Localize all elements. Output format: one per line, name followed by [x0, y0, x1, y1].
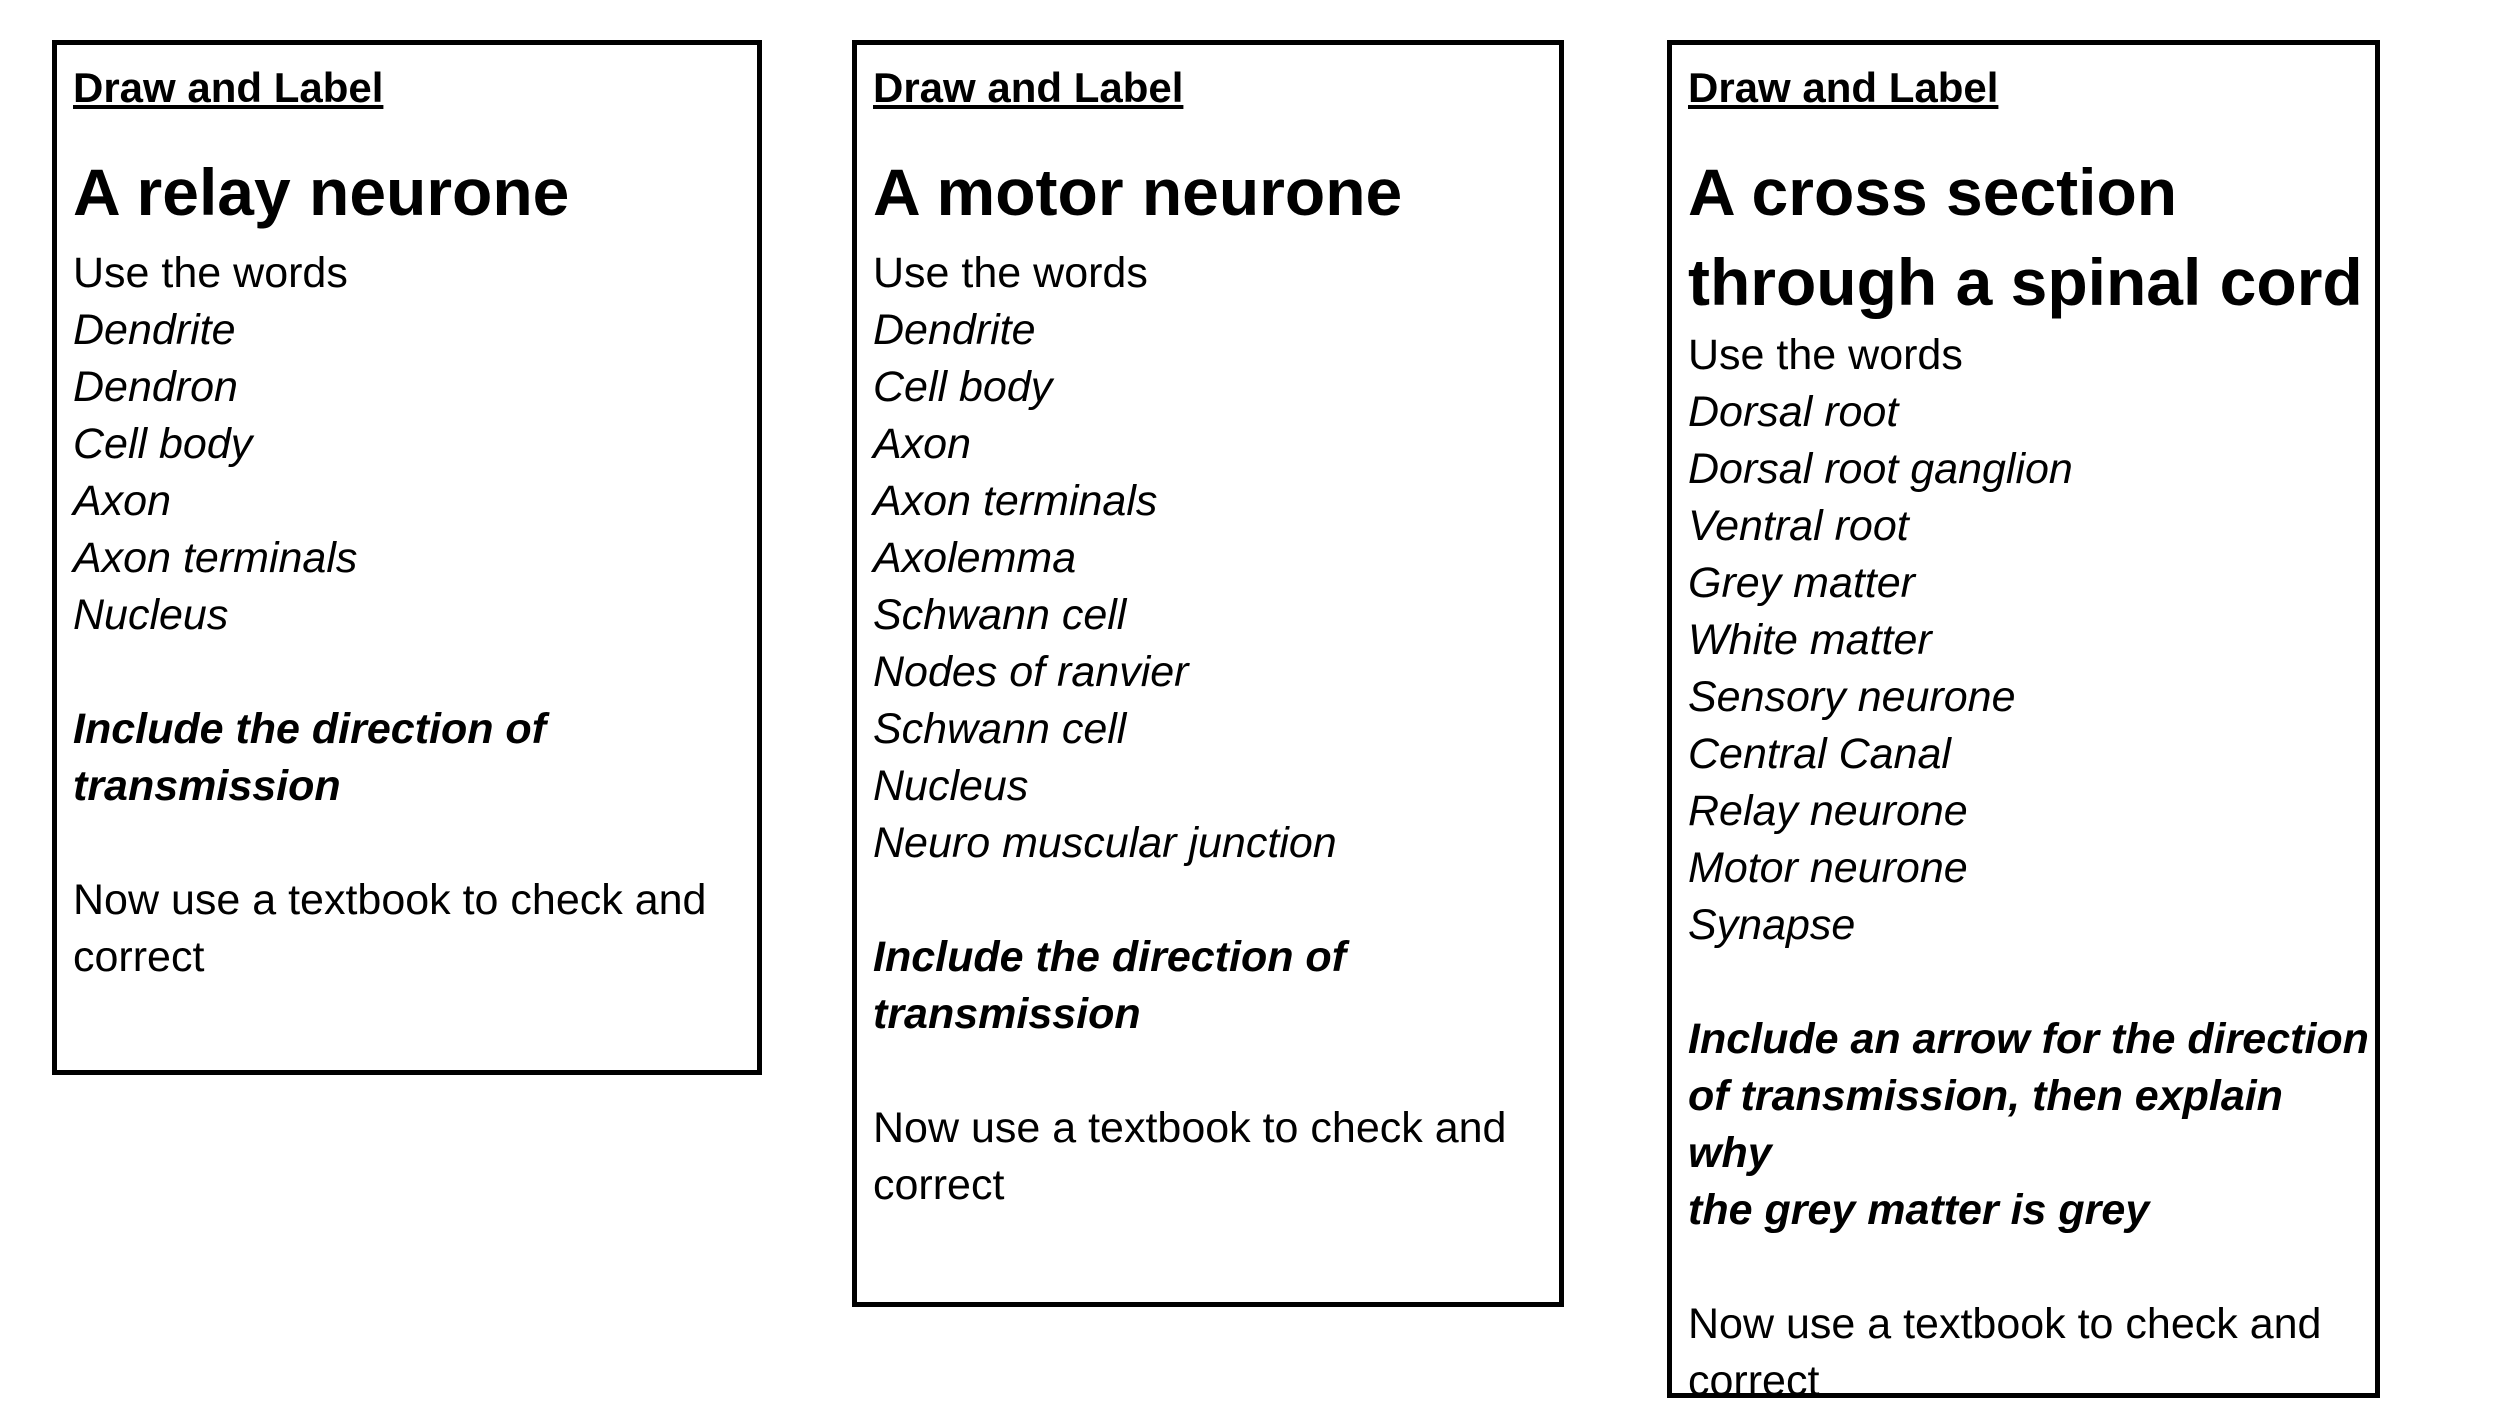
word-item: Motor neurone [1688, 844, 1968, 892]
word-list: Dendrite Cell body Axon Axon terminals A… [873, 302, 1559, 872]
word-item: Nucleus [73, 591, 229, 639]
note-line: Include the direction of [873, 933, 1347, 981]
card-heading: Draw and Label [1688, 64, 1999, 111]
word-item: Axon [873, 420, 972, 468]
note-line: transmission [873, 990, 1141, 1038]
card-title: A motor neurone [873, 155, 1403, 229]
footer-line: Now use a textbook to check and [73, 876, 707, 924]
word-list: Dendrite Dendron Cell body Axon Axon ter… [73, 302, 757, 644]
word-item: Relay neurone [1688, 787, 1968, 835]
note-line: the grey matter is grey [1688, 1186, 2150, 1234]
note-line: Include the direction of [73, 705, 547, 753]
footer-line: Now use a textbook to check and [1688, 1300, 2322, 1348]
word-item: Grey matter [1688, 559, 1915, 607]
instruction-note: Include the direction of transmission [873, 929, 1559, 1043]
word-item: Axon terminals [873, 477, 1158, 525]
word-item: White matter [1688, 616, 1932, 664]
word-item: Dendrite [73, 306, 236, 354]
note-line: of transmission, then explain why [1688, 1072, 2283, 1177]
footer-instruction: Now use a textbook to check and correct [73, 872, 757, 986]
footer-instruction: Now use a textbook to check and correct [1688, 1296, 2375, 1410]
word-item: Dendrite [873, 306, 1036, 354]
word-item: Axon terminals [73, 534, 358, 582]
intro-text: Use the words [873, 249, 1148, 297]
note-line: Include an arrow for the direction [1688, 1015, 2369, 1063]
word-list: Dorsal root Dorsal root ganglion Ventral… [1688, 384, 2375, 954]
word-item: Axon [73, 477, 172, 525]
word-item: Ventral root [1688, 502, 1909, 550]
word-item: Schwann cell [873, 705, 1127, 753]
card-spinal-cord: Draw and Label A cross section through a… [1667, 40, 2380, 1405]
word-item: Dorsal root ganglion [1688, 445, 2073, 493]
card-title: A relay neurone [73, 155, 570, 229]
instruction-note: Include the direction of transmission [73, 701, 757, 815]
footer-line: correct [1688, 1357, 1820, 1405]
footer-line: correct [73, 933, 205, 981]
card-heading: Draw and Label [73, 64, 384, 111]
footer-line: Now use a textbook to check and [873, 1104, 1507, 1152]
intro-text: Use the words [1688, 331, 1963, 379]
card-relay-neurone: Draw and Label A relay neurone Use the w… [52, 40, 762, 1075]
intro-text: Use the words [73, 249, 348, 297]
word-item: Nucleus [873, 762, 1029, 810]
word-item: Cell body [73, 420, 253, 468]
word-item: Neuro muscular junction [873, 819, 1337, 867]
instruction-note: Include an arrow for the direction of tr… [1688, 1011, 2375, 1239]
word-item: Dendron [73, 363, 238, 411]
footer-line: correct [873, 1161, 1005, 1209]
word-item: Central Canal [1688, 730, 1951, 778]
card-motor-neurone: Draw and Label A motor neurone Use the w… [852, 40, 1564, 1307]
word-item: Sensory neurone [1688, 673, 2016, 721]
word-item: Nodes of ranvier [873, 648, 1189, 696]
word-item: Synapse [1688, 901, 1856, 949]
word-item: Cell body [873, 363, 1053, 411]
word-item: Axolemma [873, 534, 1077, 582]
card-heading: Draw and Label [873, 64, 1184, 111]
card-title: through a spinal cord [1688, 245, 2363, 319]
card-title: A cross section [1688, 155, 2178, 229]
footer-instruction: Now use a textbook to check and correct [873, 1100, 1559, 1214]
note-line: transmission [73, 762, 341, 810]
word-item: Dorsal root [1688, 388, 1899, 436]
word-item: Schwann cell [873, 591, 1127, 639]
